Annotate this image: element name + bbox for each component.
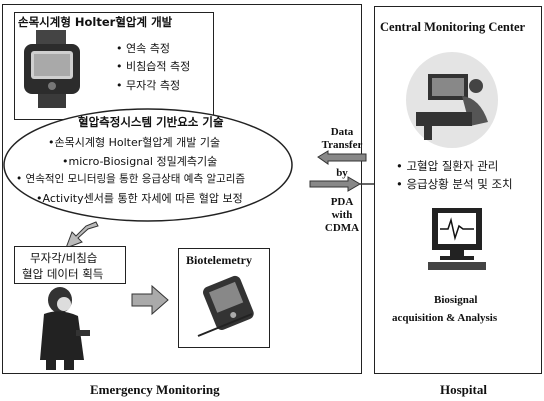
device-feature-continuous: • 연속 측정 [116,42,170,55]
ellipse-title: 혈압측정시스템 기반요소 기술 [78,115,224,129]
transfer-label-transfer: Transfer [321,139,363,151]
transfer-label-with: with [331,209,353,221]
transfer-label-pda: PDA [330,196,354,208]
hospital-item-emergency-analysis: • 응급상황 분석 및 조치 [396,177,513,191]
biotelemetry-label: Biotelemetry [186,253,252,267]
ellipse-item-activity-sensor: •Activity센서를 통한 자세에 따른 혈압 보정 [36,192,243,205]
hospital-item-hypertension: • 고혈압 질환자 관리 [396,159,499,173]
ellipse-item-micro-biosignal: •micro-Biosignal 정밀계측기술 [62,155,218,168]
acquisition-box [14,246,126,284]
central-monitoring-title: Central Monitoring Center [380,20,526,34]
emergency-monitoring-caption: Emergency Monitoring [90,382,220,397]
device-feature-unaware: • 무자각 측정 [116,79,181,92]
analysis-label-line1: Biosignal [434,294,478,306]
hospital-caption: Hospital [440,382,487,397]
transfer-label-cdma: CDMA [324,222,360,234]
device-feature-noninvasive: • 비침습적 측정 [116,60,191,73]
analysis-label-line2: acquisition & Analysis [392,312,498,324]
device-title: 손목시계형 Holter혈압계 개발 [18,15,173,29]
ellipse-item-holter: •손목시계형 Holter혈압계 개발 기술 [48,136,221,149]
acquisition-label-line1: 무자각/비침습 [30,251,98,265]
acquisition-label-line2: 혈압 데이터 획득 [22,267,104,281]
ellipse-item-algorithm: • 연속적인 모니터링을 통한 응급상태 예측 알고리즘 [16,173,246,185]
transfer-label-data: Data [330,126,354,138]
transfer-label-by: by [336,167,348,179]
